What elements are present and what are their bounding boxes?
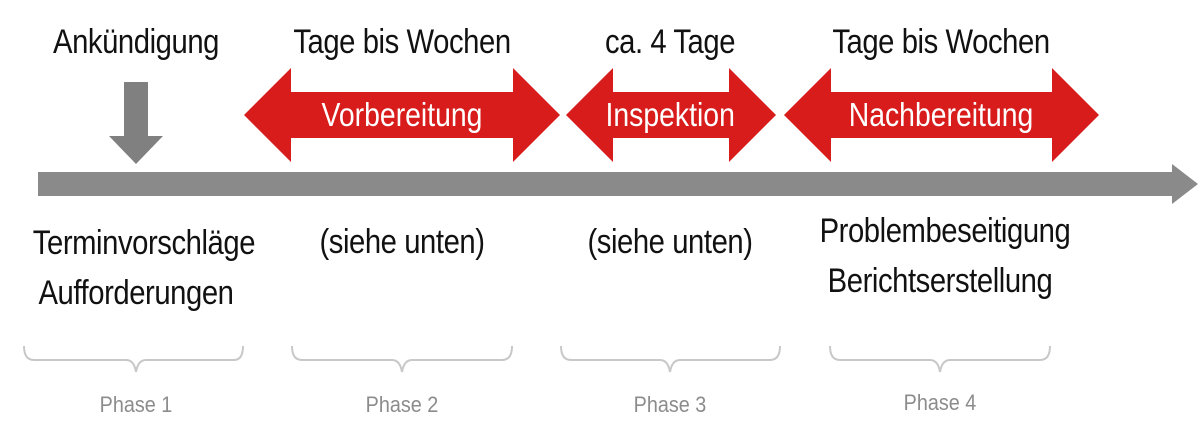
phase-3-bracket xyxy=(560,345,781,373)
phase-1-name: Phase 1 xyxy=(99,392,173,417)
nachbereitung-double-arrow xyxy=(784,68,1099,162)
phase-1-line-1: Terminvorschläge xyxy=(32,224,256,262)
phase-4-bracket xyxy=(829,345,1051,373)
duration-label-followup: Tage bis Wochen xyxy=(832,23,1050,61)
phase-1-line-2: Aufforderungen xyxy=(38,274,234,312)
timeline-arrow xyxy=(38,164,1198,204)
phase-3-description: (siehe unten) xyxy=(587,223,753,261)
phase-2-bracket xyxy=(291,345,513,373)
announcement-label: Ankündigung xyxy=(52,23,219,61)
phase-4-line-2: Berichtserstellung xyxy=(827,262,1053,300)
announcement-down-arrow xyxy=(109,82,163,164)
duration-label-preparation: Tage bis Wochen xyxy=(293,23,511,61)
phase-3-name: Phase 3 xyxy=(633,392,707,417)
vorbereitung-arrow-label: Vorbereitung xyxy=(321,96,483,133)
phase-2-name: Phase 2 xyxy=(365,392,439,417)
inspektion-double-arrow xyxy=(566,68,776,162)
vorbereitung-double-arrow xyxy=(244,68,560,162)
phase-4-name: Phase 4 xyxy=(903,390,977,415)
inspektion-arrow-label: Inspektion xyxy=(605,96,735,133)
phase-4-description: Problembeseitigung Berichtserstellung xyxy=(819,206,1071,306)
phase-4-line-1: Problembeseitigung xyxy=(819,212,1071,250)
phase-2-description: (siehe unten) xyxy=(319,223,485,261)
phase-1-bracket xyxy=(23,345,244,373)
phase-1-description: Terminvorschläge Aufforderungen xyxy=(32,218,256,318)
duration-label-inspection: ca. 4 Tage xyxy=(604,23,736,61)
nachbereitung-arrow-label: Nachbereitung xyxy=(848,96,1034,133)
